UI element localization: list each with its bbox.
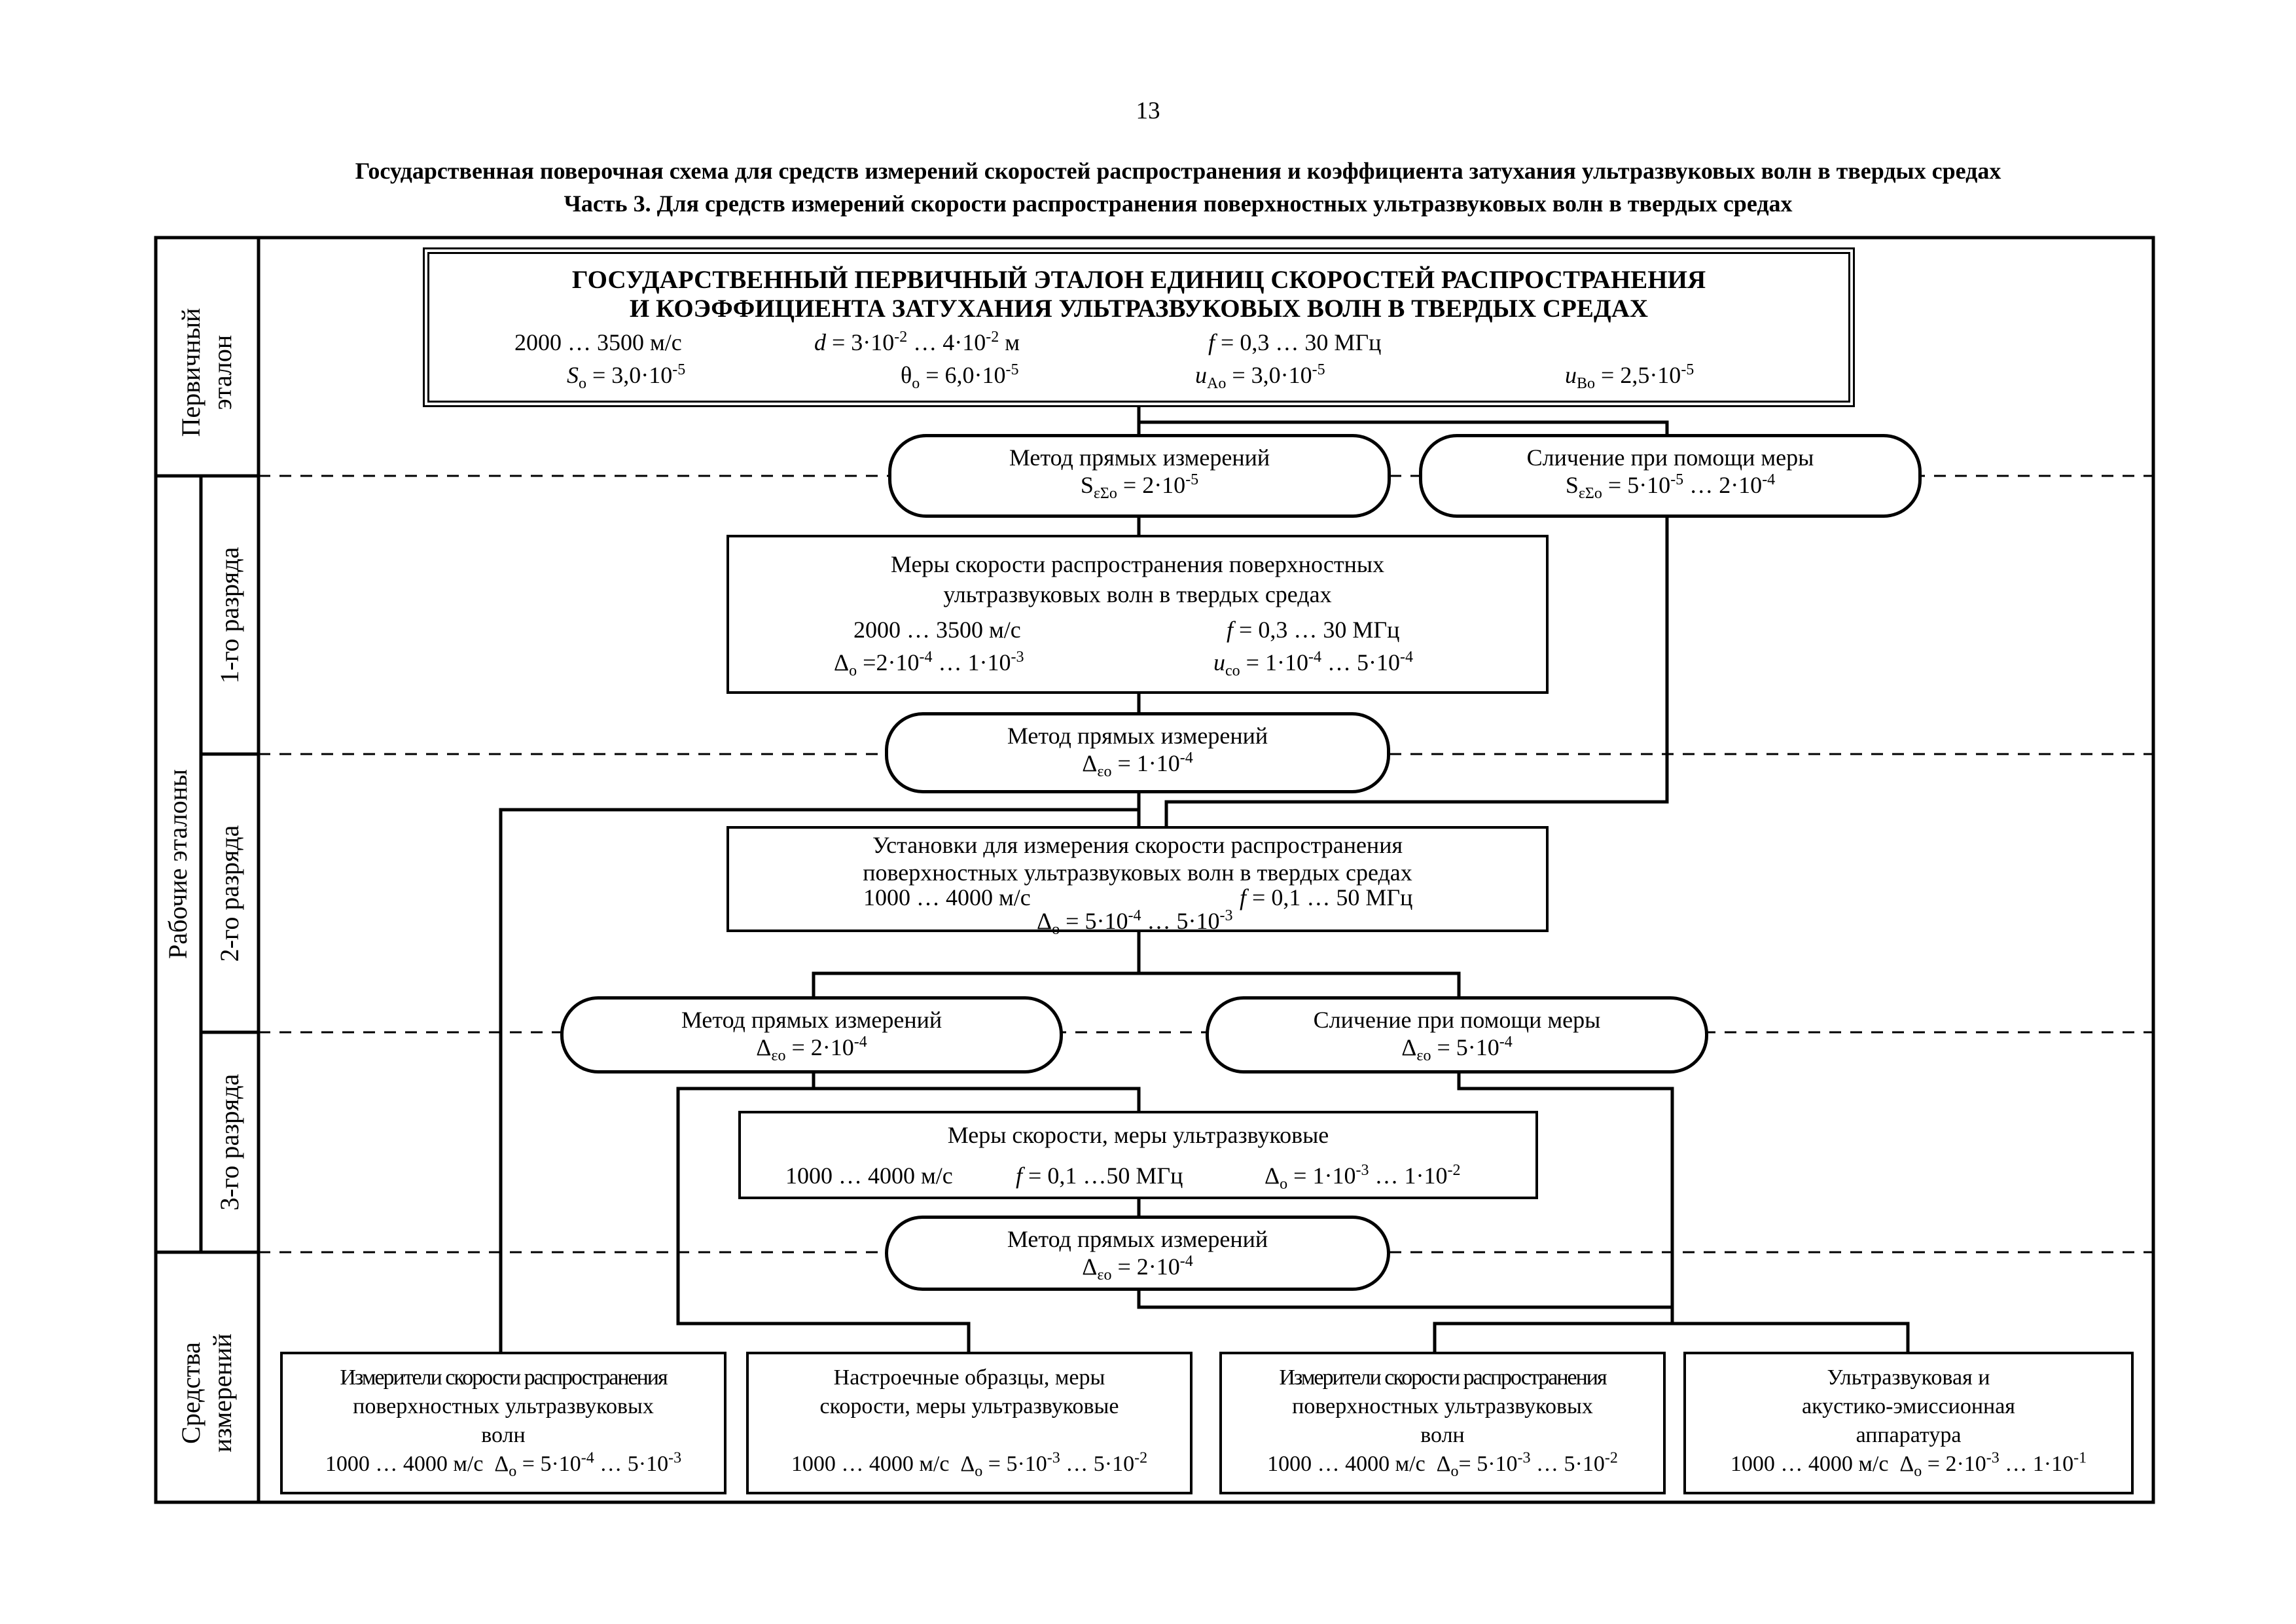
rank2-installations-box: Установки для измерения скорости распрос… — [726, 826, 1549, 937]
method-comparison-1: Сличение при помощи меры SεΣo = 5·10-5 …… — [1419, 434, 1922, 518]
primary-standard-range: 2000 … 3500 м/с — [514, 329, 682, 355]
method-direct-measurement-1: Метод прямых измерений SεΣo = 2·10-5 — [888, 434, 1391, 518]
instrument-1-params: 1000 … 4000 м/с Δo = 5·10-4 … 5·10-3 — [325, 1449, 682, 1480]
rank1-box-delta: Δo =2·10-4 … 1·10-3 — [834, 649, 1024, 680]
rank3-box-line1: Меры скорости, меры ультразвуковые — [947, 1122, 1329, 1148]
instrument-2-line3 — [749, 1421, 1190, 1450]
rank1-box-line1: Меры скорости распространения поверхност… — [890, 551, 1385, 577]
instrument-3-params: 1000 … 4000 м/с Δo= 5·10-3 … 5·10-2 — [1267, 1449, 1618, 1480]
method-2-label: Сличение при помощи меры — [1526, 444, 1814, 471]
method-comparison-2: Сличение при помощи меры Δεo = 5·10-4 — [1206, 996, 1708, 1074]
instrument-4-params: 1000 … 4000 м/с Δo = 2·10-3 … 1·10-1 — [1730, 1449, 2087, 1480]
instrument-3-line3: волн — [1420, 1423, 1465, 1447]
level-label-instruments-line1: Средства — [176, 1342, 206, 1444]
primary-standard-ua: uAo = 3,0·10-5 — [1195, 361, 1325, 393]
instrument-1-line2: поверхностных ультразвуковых — [353, 1394, 654, 1418]
instrument-1-line1: Измерители скорости распространения — [340, 1365, 668, 1390]
rank3-measures-box: Меры скорости, меры ультразвуковые 1000 … — [738, 1111, 1538, 1199]
rank2-box-frequency: f = 0,1 … 50 МГц — [1240, 884, 1413, 911]
method-direct-measurement-2: Метод прямых измерений Δεo = 1·10-4 — [885, 712, 1390, 793]
page-number: 13 — [1136, 98, 1160, 124]
level-label-primary-line2: эталон — [207, 334, 237, 410]
instrument-2-params: 1000 … 4000 м/с Δo = 5·10-3 … 5·10-2 — [791, 1449, 1148, 1480]
rank1-measures-box: Меры скорости распространения поверхност… — [726, 535, 1549, 694]
instrument-2-line2: скорости, меры ультразвуковые — [819, 1394, 1119, 1418]
level-label-working: Рабочие эталоны — [163, 768, 192, 960]
primary-standard-box: ГОСУДАРСТВЕННЫЙ ПЕРВИЧНЫЙ ЭТАЛОН ЕДИНИЦ … — [423, 247, 1855, 407]
method-direct-measurement-3: Метод прямых измерений Δεo = 2·10-4 — [560, 996, 1063, 1074]
instrument-4-line1: Ультразвуковая и — [1827, 1365, 1990, 1390]
level-label-rank1: 1-го разряда — [215, 547, 244, 684]
scheme-title: Государственная поверочная схема для сре… — [355, 158, 2001, 184]
method-5-value: Δεo = 5·10-4 — [1401, 1034, 1513, 1065]
instrument-1-line3: волн — [481, 1423, 526, 1447]
method-6-value: Δεo = 2·10-4 — [1082, 1253, 1193, 1284]
rank1-box-frequency: f = 0,3 … 30 МГц — [1227, 617, 1400, 643]
method-4-value: Δεo = 2·10-4 — [756, 1034, 867, 1065]
primary-standard-title-line1: ГОСУДАРСТВЕННЫЙ ПЕРВИЧНЫЙ ЭТАЛОН ЕДИНИЦ … — [571, 266, 1706, 294]
instrument-3-line1: Измерители скорости распространения — [1279, 1365, 1607, 1390]
instrument-box-4: Ультразвуковая и акустико-эмиссионная ап… — [1683, 1352, 2134, 1494]
instrument-2-line1: Настроечные образцы, меры — [833, 1365, 1105, 1390]
method-3-value: Δεo = 1·10-4 — [1082, 749, 1193, 781]
primary-standard-s: So = 3,0·10-5 — [567, 361, 686, 393]
primary-standard-ub: uBo = 2,5·10-5 — [1565, 361, 1695, 393]
level-label-primary-line1: Первичный — [176, 308, 206, 437]
rank2-box-line1: Установки для измерения скорости распрос… — [872, 832, 1403, 858]
rank1-box-line2: ультразвуковых волн в твердых средах — [943, 581, 1332, 607]
rank1-box-u: uco = 1·10-4 … 5·10-4 — [1213, 649, 1413, 680]
instrument-box-1: Измерители скорости распространения пове… — [280, 1352, 726, 1494]
rank1-box-range: 2000 … 3500 м/с — [853, 617, 1021, 643]
rank3-box-delta: Δo = 1·10-3 … 1·10-2 — [1265, 1162, 1461, 1193]
instrument-3-line2: поверхностных ультразвуковых — [1292, 1394, 1593, 1418]
level-label-rank2: 2-го разряда — [215, 825, 244, 962]
level-label-primary: Первичный эталон — [175, 274, 238, 471]
rank2-box-line2: поверхностных ультразвуковых волн в твер… — [863, 859, 1412, 886]
rank2-box-delta: Δo = 5·10-4 … 5·10-3 — [1037, 907, 1233, 939]
method-1-value: SεΣo = 2·10-5 — [1080, 471, 1199, 503]
method-4-label: Метод прямых измерений — [681, 1007, 942, 1033]
rank3-box-range: 1000 … 4000 м/с — [785, 1163, 953, 1189]
rank2-box-range: 1000 … 4000 м/с — [863, 884, 1031, 911]
level-label-instruments-line2: измерений — [207, 1333, 237, 1453]
rank3-box-frequency: f = 0,1 …50 МГц — [1016, 1163, 1183, 1189]
method-5-label: Сличение при помощи меры — [1313, 1007, 1601, 1033]
method-6-label: Метод прямых измерений — [1007, 1226, 1268, 1252]
instrument-box-3: Измерители скорости распространения пове… — [1219, 1352, 1666, 1494]
instrument-4-line3: аппаратура — [1856, 1423, 1962, 1447]
primary-standard-theta: θo = 6,0·10-5 — [901, 361, 1019, 393]
primary-standard-title-line2: И КОЭФФИЦИЕНТА ЗАТУХАНИЯ УЛЬТРАЗВУКОВЫХ … — [629, 295, 1649, 323]
level-label-instruments: Средства измерений — [175, 1295, 238, 1491]
primary-standard-distance: d = 3·10-2 … 4·10-2 м — [814, 329, 1020, 355]
method-3-label: Метод прямых измерений — [1007, 723, 1268, 749]
primary-standard-frequency: f = 0,3 … 30 МГц — [1208, 329, 1382, 355]
level-label-rank3: 3-го разряда — [215, 1074, 244, 1211]
instrument-4-line2: акустико-эмиссионная — [1802, 1394, 2015, 1418]
method-1-label: Метод прямых измерений — [1009, 444, 1270, 471]
scheme-subtitle: Часть 3. Для средств измерений скорости … — [564, 190, 1793, 217]
instrument-box-2: Настроечные образцы, меры скорости, меры… — [746, 1352, 1193, 1494]
method-direct-measurement-4: Метод прямых измерений Δεo = 2·10-4 — [885, 1216, 1390, 1291]
method-2-value: SεΣo = 5·10-5 … 2·10-4 — [1565, 471, 1776, 503]
